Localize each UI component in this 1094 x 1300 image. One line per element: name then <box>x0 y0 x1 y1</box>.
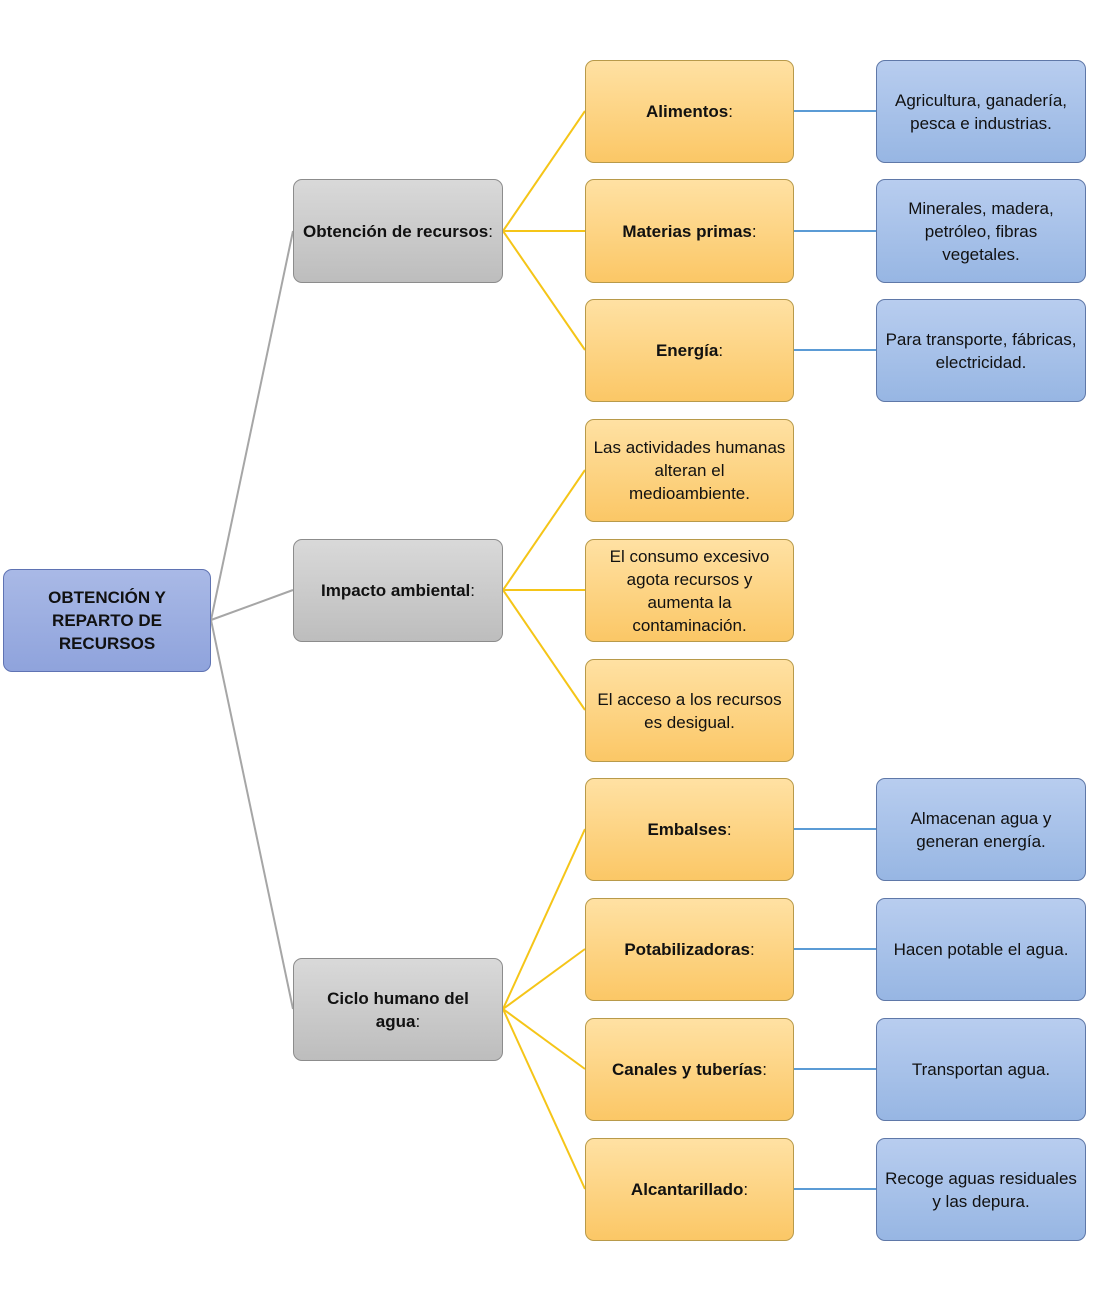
sub-node-energia: Energía: <box>585 299 794 402</box>
branch-connector-0-0 <box>502 110 586 232</box>
sub-node-consumo-excesivo: El consumo excesivo agota recursos y aum… <box>585 539 794 642</box>
sub-text: El consumo excesivo agota recursos y aum… <box>609 546 770 635</box>
detail-text: Almacenan agua y generan energía. <box>910 808 1052 851</box>
category-node-ciclo-agua: Ciclo humano del agua: <box>293 958 503 1061</box>
detail-text: Recoge aguas residuales y las depura. <box>885 1168 1077 1211</box>
sub-node-embalses: Embalses: <box>585 778 794 881</box>
detail-node-alimentos: Agricultura, ganadería, pesca e industri… <box>876 60 1086 163</box>
branch-connector-2-0 <box>502 828 586 1010</box>
detail-node-embalses: Almacenan agua y generan energía. <box>876 778 1086 881</box>
branch-connector-2-2 <box>502 1008 586 1070</box>
root-connector-0 <box>210 230 294 621</box>
detail-node-potabilizadoras: Hacen potable el agua. <box>876 898 1086 1001</box>
sub-text: El acceso a los recursos es desigual. <box>597 689 782 732</box>
sub-label: Potabilizadoras <box>624 940 750 959</box>
branch-connector-0-2 <box>502 230 586 351</box>
sub-node-canales-tuberias: Canales y tuberías: <box>585 1018 794 1121</box>
sub-label: Canales y tuberías <box>612 1060 763 1079</box>
detail-text: Minerales, madera, petróleo, fibras vege… <box>908 198 1054 264</box>
root-connector-2 <box>210 619 294 1010</box>
sub-label: Embalses <box>647 820 727 839</box>
branch-connector-2-1 <box>502 948 586 1010</box>
detail-text: Agricultura, ganadería, pesca e industri… <box>895 90 1067 133</box>
sub-node-actividades-humanas: Las actividades humanas alteran el medio… <box>585 419 794 522</box>
sub-node-potabilizadoras: Potabilizadoras: <box>585 898 794 1001</box>
category-node-impacto: Impacto ambiental: <box>293 539 503 642</box>
sub-label: Alimentos <box>646 102 729 121</box>
detail-text: Transportan agua. <box>911 1060 1051 1079</box>
branch-connector-1-0 <box>502 469 586 591</box>
detail-node-canales-tuberias: Transportan agua. <box>876 1018 1086 1121</box>
sub-node-alcantarillado: Alcantarillado: <box>585 1138 794 1241</box>
detail-text: Para transporte, fábricas, electricidad. <box>885 329 1077 372</box>
detail-text: Hacen potable el agua. <box>893 940 1069 959</box>
detail-node-alcantarillado: Recoge aguas residuales y las depura. <box>876 1138 1086 1241</box>
sub-label: Energía <box>655 341 719 360</box>
category-node-obtencion: Obtención de recursos: <box>293 179 503 283</box>
sub-node-acceso-desigual: El acceso a los recursos es desigual. <box>585 659 794 762</box>
category-label: Impacto ambiental <box>321 581 471 600</box>
detail-node-materias-primas: Minerales, madera, petróleo, fibras vege… <box>876 179 1086 283</box>
detail-node-energia: Para transporte, fábricas, electricidad. <box>876 299 1086 402</box>
root-node: OBTENCIÓN Y REPARTO DE RECURSOS <box>3 569 211 672</box>
sub-text: Las actividades humanas alteran el medio… <box>593 438 786 503</box>
category-label: Obtención de recursos <box>303 221 489 241</box>
root-connector-1 <box>210 589 294 621</box>
root-label: OBTENCIÓN Y REPARTO DE RECURSOS <box>48 588 166 653</box>
sub-node-materias-primas: Materias primas: <box>585 179 794 283</box>
sub-label: Materias primas <box>622 221 752 241</box>
category-label: Ciclo humano del agua <box>327 988 469 1031</box>
branch-connector-1-2 <box>502 589 586 711</box>
sub-node-alimentos: Alimentos: <box>585 60 794 163</box>
sub-label: Alcantarillado <box>630 1180 744 1199</box>
branch-connector-2-3 <box>502 1008 586 1190</box>
